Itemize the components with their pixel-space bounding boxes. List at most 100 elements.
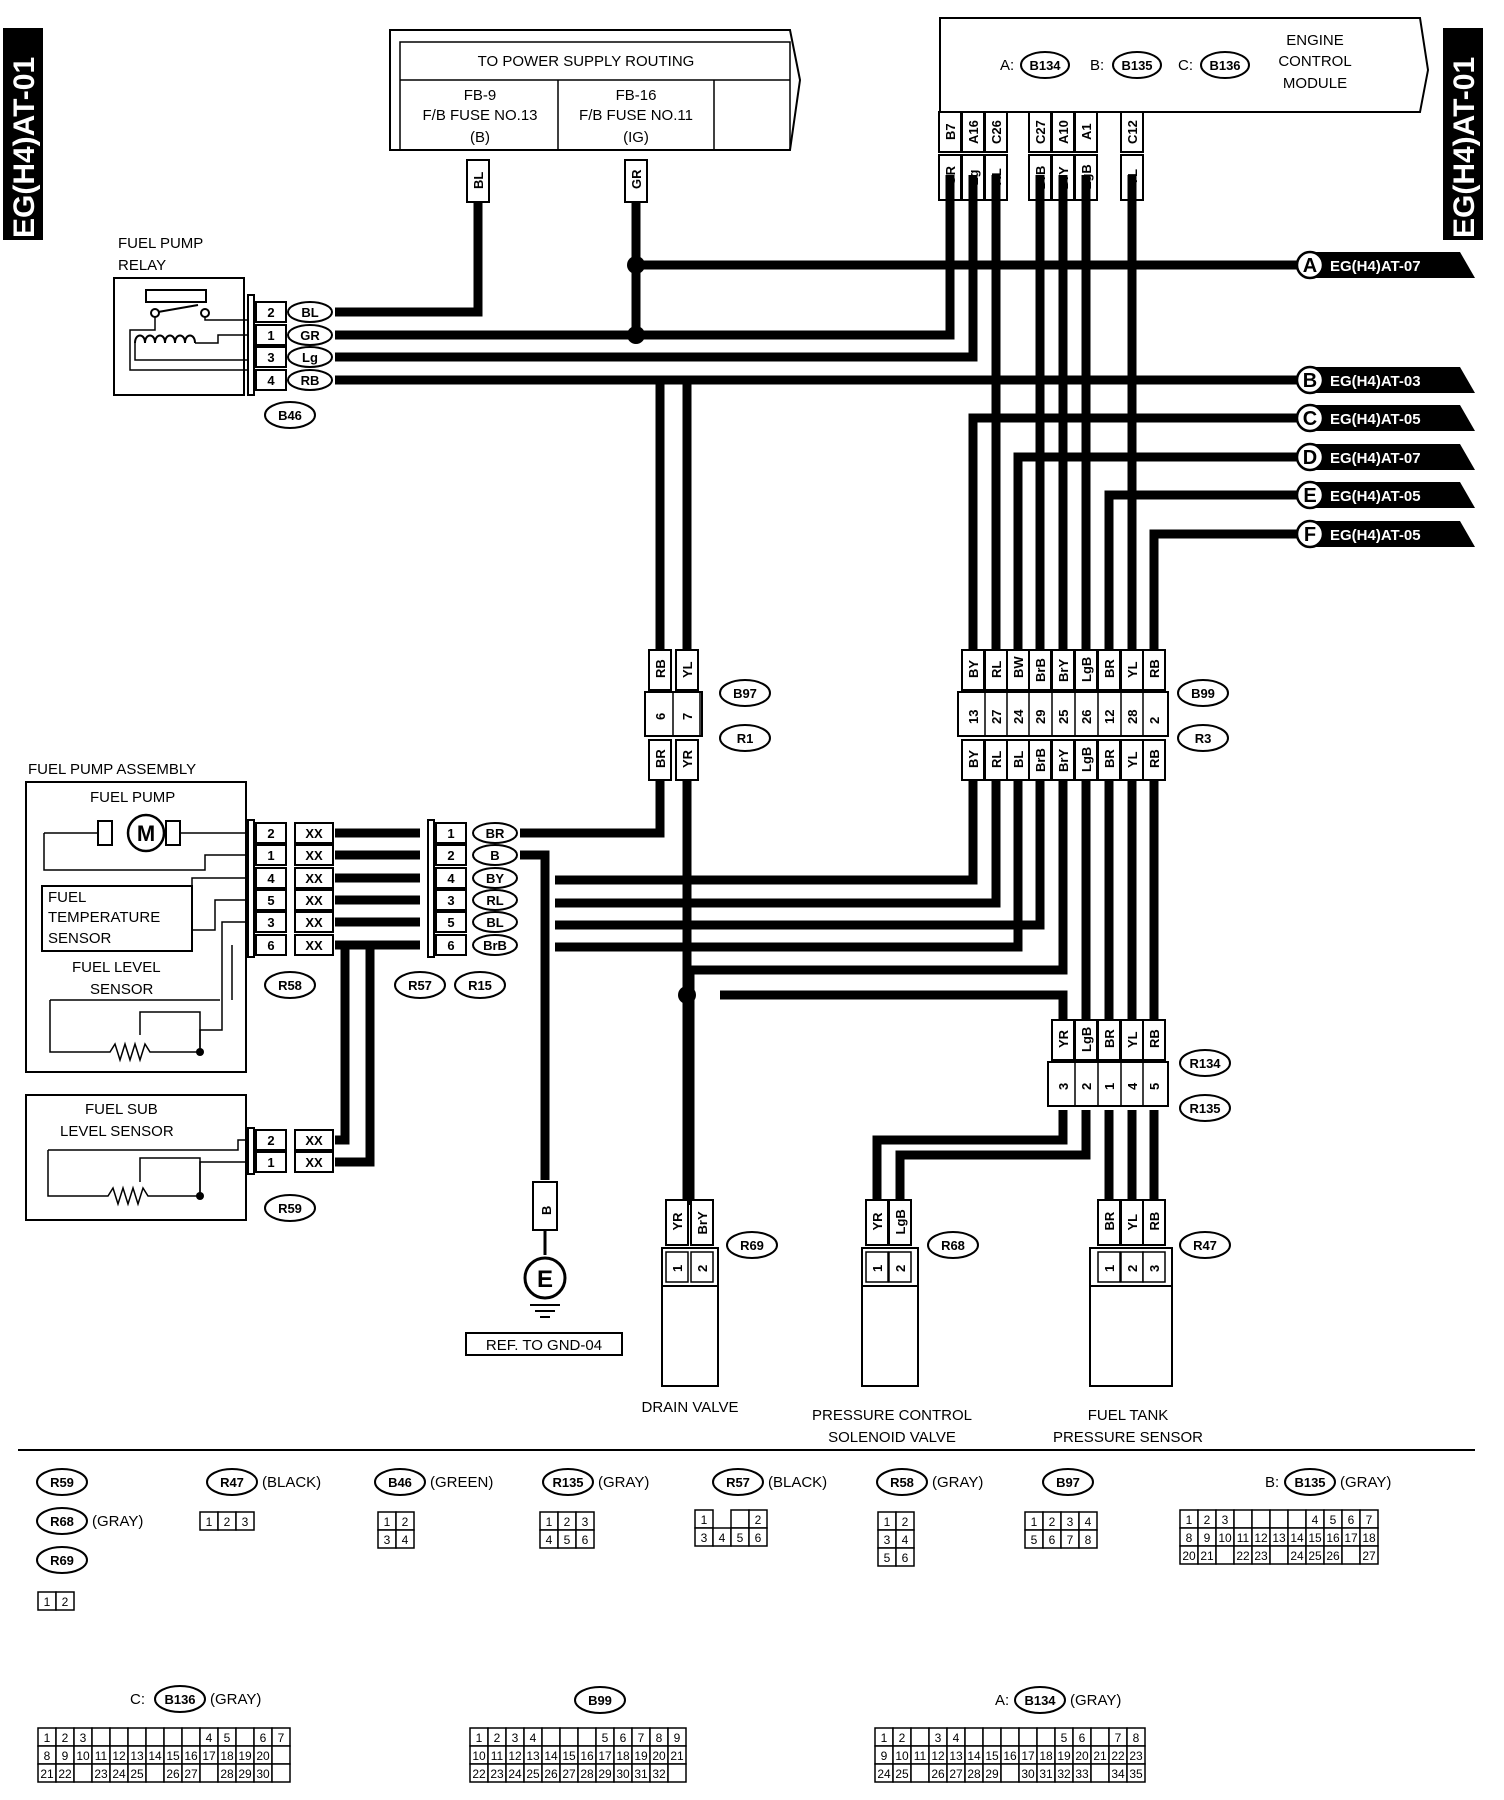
- b99-pin-29: 29: [1033, 710, 1048, 724]
- r57-pin-5-box: [435, 934, 467, 956]
- r134-wire-2: BR: [1102, 1029, 1117, 1048]
- temp-label-2: TEMPERATURE: [48, 909, 160, 926]
- side-tab-right: EG(H4)AT-01: [1443, 28, 1483, 240]
- legend-b136-grid-cell: 6: [260, 1731, 267, 1745]
- r134-conn-bot-oval: [1179, 1094, 1231, 1122]
- pcsv-pin-2: 2: [893, 1265, 908, 1272]
- ecm-conn-a: B134: [1029, 58, 1061, 73]
- legend-r68: R68: [50, 1514, 74, 1529]
- drain-label: DRAIN VALVE: [642, 1399, 739, 1416]
- r57-pin-3: 3: [447, 893, 454, 908]
- r58-wire-1: XX: [305, 848, 323, 863]
- legend-b134-grid-cell: 35: [1129, 1767, 1143, 1781]
- b99-conn-bot: R3: [1195, 731, 1212, 746]
- r59-conn: R59: [278, 1201, 302, 1216]
- pcsv-wire-1: LgB: [893, 1209, 908, 1234]
- b99-pin-27: 27: [989, 710, 1004, 724]
- legend-b46-grid-cell: 4: [402, 1533, 409, 1547]
- legend-b134-grid-cell: 12: [931, 1749, 945, 1763]
- r58-wire-5-box: [294, 934, 334, 956]
- r58-wire-3-box: [294, 889, 334, 911]
- legend-b134-color: (GRAY): [1070, 1692, 1121, 1709]
- fuel-sub-level-sensor: FUEL SUB LEVEL SENSOR: [25, 1094, 250, 1221]
- relay-pin-2-box: [255, 346, 287, 368]
- b97-bot-wire-0-box: [648, 739, 672, 781]
- ecm-prefix-c: C:: [1178, 57, 1193, 74]
- legend-b99-grid-cell: 23: [490, 1767, 504, 1781]
- r58-pin-1-box: [255, 844, 287, 866]
- legend-b136-grid-cell: 25: [130, 1767, 144, 1781]
- r58-wire-5: XX: [305, 938, 323, 953]
- legend-b134-grid-cell: 15: [985, 1749, 999, 1763]
- ref-label-f: EG(H4)AT-05: [1330, 527, 1421, 544]
- legend-b99-grid-cell: 20: [652, 1749, 666, 1763]
- legend-r69-grid-cell: 1: [44, 1595, 51, 1609]
- b99-bot-wire-3: BrB: [1033, 748, 1048, 772]
- legend-b136-grid-cell: 20: [256, 1749, 270, 1763]
- pcsv-label-2: SOLENOID VALVE: [828, 1429, 956, 1446]
- r57-wire-3: RL: [486, 893, 503, 908]
- fuse2-line2: F/B FUSE NO.11: [579, 107, 693, 124]
- relay-wire-3: RB: [301, 373, 320, 388]
- ecm-pin-a1-box: [1074, 111, 1098, 153]
- legend-b136-grid-cell: 9: [62, 1749, 69, 1763]
- legend-b99-grid-cell: 11: [491, 1749, 504, 1763]
- legend-b99-grid-cell: 10: [472, 1749, 486, 1763]
- legend-b136-grid-cell: 30: [256, 1767, 270, 1781]
- relay-pin-1-box: [255, 324, 287, 346]
- side-tab-left-text: EG(H4)AT-01: [8, 57, 41, 238]
- ecm-pin-c26-box: [984, 111, 1008, 153]
- ref-letter-e: E: [1303, 485, 1316, 507]
- r134-wire-1: LgB: [1079, 1027, 1094, 1052]
- drain-wire-0-box: [665, 1199, 689, 1246]
- relay-pin-2: 3: [267, 350, 274, 365]
- ftps-wire-1: YL: [1125, 1214, 1140, 1231]
- legend-b134-grid-cell: 32: [1057, 1767, 1071, 1781]
- legend-r135-grid-cell: 3: [582, 1515, 589, 1529]
- legend-b99-grid-cell: 29: [598, 1767, 612, 1781]
- temp-label-1: FUEL: [48, 889, 86, 906]
- legend-b134: B134: [1024, 1693, 1056, 1708]
- legend-c-prefix: C:: [130, 1691, 145, 1708]
- ftps-wire-2: RB: [1147, 1212, 1162, 1231]
- drain-wire-1: BrY: [695, 1211, 710, 1234]
- legend-r47-color: (BLACK): [262, 1474, 321, 1491]
- relay-pin-3: 4: [267, 373, 275, 388]
- legend-b134-grid-cell: 27: [949, 1767, 963, 1781]
- legend-b135-grid-cell: 15: [1308, 1531, 1322, 1545]
- legend-b135-oval: [1284, 1468, 1336, 1496]
- legend-b99-grid-cell: 1: [476, 1731, 483, 1745]
- ref-letter-c: C: [1303, 408, 1317, 430]
- legend-b46-oval: [374, 1468, 426, 1496]
- legend-r69: R69: [50, 1553, 74, 1568]
- legend-b134-grid-cell: 4: [953, 1731, 960, 1745]
- legend-b99-grid-cell: 15: [562, 1749, 576, 1763]
- legend-b99-grid-cell: 22: [472, 1767, 486, 1781]
- ftps-label-1: FUEL TANK: [1088, 1407, 1169, 1424]
- ecm-title-1: ENGINE: [1286, 32, 1344, 49]
- ecm-pin-c12-box: [1120, 111, 1144, 153]
- legend-b99-grid-cell: 32: [652, 1767, 666, 1781]
- legend-b136-color: (GRAY): [210, 1691, 261, 1708]
- legend-b99-grid-cell: 19: [634, 1749, 648, 1763]
- b99-bot-wire-8: RB: [1147, 749, 1162, 768]
- ref-arrow-c: [1310, 405, 1475, 431]
- fuse1-line2: F/B FUSE NO.13: [422, 107, 537, 124]
- legend-b134-grid-cell: 26: [931, 1767, 945, 1781]
- r58-pin-4-box: [255, 911, 287, 933]
- legend-r58-color: (GRAY): [932, 1474, 983, 1491]
- b99-pin-26: 26: [1079, 710, 1094, 724]
- legend-r69-grid-cell: 2: [62, 1595, 69, 1609]
- legend-r135-grid-cell: 5: [564, 1533, 571, 1547]
- legend-r135-grid-cell: 2: [564, 1515, 571, 1529]
- r59-wire-1: XX: [305, 1155, 323, 1170]
- ecm-title-2: CONTROL: [1278, 53, 1351, 70]
- legend-b136-grid-cell: 8: [44, 1749, 51, 1763]
- legend-b135-grid-cell: 9: [1204, 1531, 1211, 1545]
